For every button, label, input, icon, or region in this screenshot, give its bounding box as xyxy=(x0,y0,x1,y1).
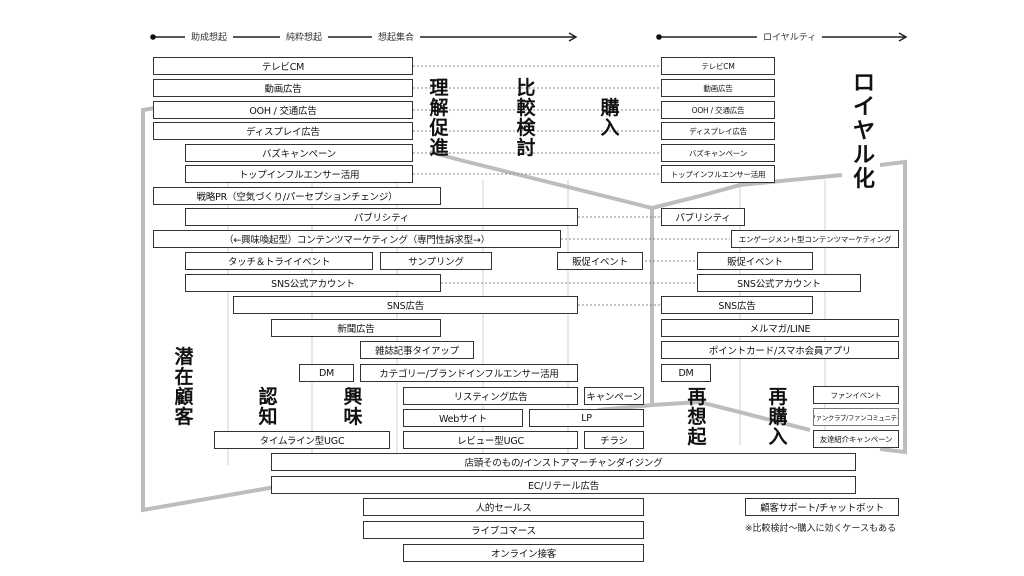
loyalty-top-influencer: トップインフルエンサー活用 xyxy=(661,165,775,183)
channel-ec-retail-ads: EC/リテール広告 xyxy=(271,476,856,494)
funnel-outline xyxy=(141,106,907,513)
loyalty-sns-official-account: SNS公式アカウント xyxy=(697,274,861,292)
channel-touch-try-event: タッチ＆トライイベント xyxy=(185,252,373,270)
loyalty-newsletter-line: メルマガ/LINE xyxy=(661,319,899,337)
dotted-connectors xyxy=(413,65,730,306)
channel-website: Webサイト xyxy=(403,409,523,427)
loyalty-promo-event: 販促イベント xyxy=(697,252,813,270)
channel-publicity: パブリシティ xyxy=(185,208,578,226)
loyalty-tv-cm: テレビCM xyxy=(661,57,775,75)
stage-label-awareness: 認知 xyxy=(258,386,278,428)
channel-online-customer-service: オンライン接客 xyxy=(403,544,644,562)
channel-listing-ads: リスティング広告 xyxy=(403,387,578,405)
channel-live-commerce: ライブコマース xyxy=(363,521,644,539)
channel-strategic-pr: 戦略PR（空気づくり/パーセプションチェンジ） xyxy=(153,187,441,205)
channel-sns-ads: SNS広告 xyxy=(233,296,578,314)
loyalty-publicity: パブリシティ xyxy=(661,208,745,226)
stage-label-comparison: 比較検討 xyxy=(516,77,536,159)
channel-in-store-merchandising: 店頭そのもの/インストアマーチャンダイジング xyxy=(271,453,856,471)
channel-campaign: キャンペーン xyxy=(584,387,644,405)
channel-tv-cm: テレビCM xyxy=(153,57,413,75)
channel-lp: LP xyxy=(529,409,644,427)
channel-magazine-tieup: 雑誌記事タイアップ xyxy=(360,341,474,359)
stage-label-recall-again: 再想起 xyxy=(687,386,707,448)
axis-label-aided-recall: 助成想起 xyxy=(185,30,234,43)
channel-video-ads: 動画広告 xyxy=(153,79,413,97)
channel-sampling: サンプリング xyxy=(380,252,492,270)
channel-promo-event: 販促イベント xyxy=(557,252,643,270)
axis-right-start-dot xyxy=(656,34,662,40)
stage-label-interest: 興味 xyxy=(343,386,363,428)
channel-content-marketing: （←興味喚起型）コンテンツマーケティング（専門性訴求型→） xyxy=(153,230,561,248)
axis-label-evoked-set: 想起集合 xyxy=(372,30,421,43)
footnote: ※比較検討～購入に効くケースもある xyxy=(745,524,897,534)
channel-ooh-transit: OOH / 交通広告 xyxy=(153,101,413,119)
loyalty-buzz-campaign: バズキャンペーン xyxy=(661,144,775,162)
channel-sns-official-account: SNS公式アカウント xyxy=(185,274,441,292)
loyalty-fan-event: ファンイベント xyxy=(813,386,899,404)
axis-left-start-dot xyxy=(150,34,156,40)
channel-timeline-ugc: タイムライン型UGC xyxy=(214,431,390,449)
loyalty-engagement-content-marketing: エンゲージメント型コンテンツマーケティング xyxy=(731,230,899,248)
loyalty-dm: DM xyxy=(661,364,711,382)
stage-label-repurchase: 再購入 xyxy=(768,386,788,448)
channel-flyer: チラシ xyxy=(584,431,644,449)
channel-buzz-campaign: バズキャンペーン xyxy=(185,144,413,162)
stage-label-potential-customer: 潜在顧客 xyxy=(174,346,194,428)
stage-label-loyalization: ロイヤル化 xyxy=(852,71,875,192)
loyalty-referral-campaign: 友達紹介キャンペーン xyxy=(813,430,899,448)
channel-category-influencer: カテゴリー/ブランドインフルエンサー活用 xyxy=(360,364,578,382)
channel-top-influencer: トップインフルエンサー活用 xyxy=(185,165,413,183)
channel-review-ugc: レビュー型UGC xyxy=(403,431,578,449)
loyalty-ooh-transit: OOH / 交通広告 xyxy=(661,101,775,119)
loyalty-point-card-app: ポイントカード/スマホ会員アプリ xyxy=(661,341,899,359)
loyalty-display-ads: ディスプレイ広告 xyxy=(661,122,775,140)
channel-dm: DM xyxy=(299,364,354,382)
loyalty-sns-ads: SNS広告 xyxy=(661,296,813,314)
stage-label-purchase: 購入 xyxy=(600,97,620,139)
channel-personal-sales: 人的セールス xyxy=(363,498,644,516)
axis-label-pure-recall: 純粋想起 xyxy=(280,30,329,43)
loyalty-customer-support-chatbot: 顧客サポート/チャットボット xyxy=(745,498,899,516)
loyalty-video-ads: 動画広告 xyxy=(661,79,775,97)
loyalty-fan-club-community: ファンクラブ/ファンコミュニティ xyxy=(813,408,899,426)
channel-newspaper-ads: 新聞広告 xyxy=(271,319,441,337)
channel-display-ads: ディスプレイ広告 xyxy=(153,122,413,140)
axis-label-loyalty: ロイヤルティ xyxy=(757,30,823,43)
stage-label-understanding: 理解促進 xyxy=(429,77,449,159)
